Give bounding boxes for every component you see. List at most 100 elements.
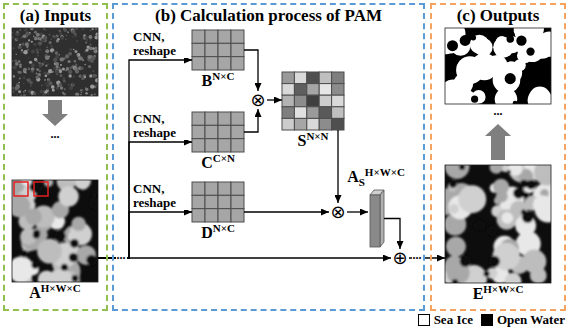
image-blob [73, 76, 75, 78]
image-blob [66, 35, 67, 36]
matrix-cell [218, 30, 231, 43]
matrix-cell [319, 72, 331, 84]
image-blob [522, 211, 534, 223]
image-blob [445, 165, 469, 179]
image-blob [67, 31, 69, 33]
connector-arrow [337, 130, 338, 203]
matrix-symbol: B [202, 72, 213, 89]
matrix-cell [294, 72, 306, 84]
image-blob [44, 79, 46, 81]
image-blob [50, 269, 73, 282]
matrix-cell [231, 57, 244, 70]
dimension-index: H×W×C [41, 282, 81, 294]
image-blob [74, 50, 77, 53]
image-blob [94, 93, 96, 95]
image-blob [55, 231, 66, 242]
image-blob [74, 180, 91, 189]
image-blob [23, 83, 25, 85]
image-blob [45, 83, 47, 85]
image-blob [85, 41, 87, 43]
matrix-cell [192, 139, 205, 152]
matrix-grid [192, 30, 244, 70]
image-blob [13, 87, 14, 88]
image-blob [51, 45, 54, 48]
matrix-cell [332, 84, 344, 96]
image-frame [445, 28, 551, 104]
panel-title: (c) Outputs [432, 5, 564, 26]
image-blob [489, 256, 500, 267]
image-blob [72, 275, 79, 282]
image-blob [508, 165, 522, 176]
feature-slab [370, 190, 384, 247]
image-blob [47, 64, 48, 65]
image-blob [34, 37, 38, 41]
image-blob [460, 256, 471, 267]
matrix-label: EH×W×C [473, 285, 524, 304]
highlight-box [14, 182, 28, 196]
matrix-cell [205, 209, 218, 222]
up-arrow [485, 124, 511, 160]
image-blob [25, 209, 42, 226]
dimension-index: N×C [213, 222, 235, 234]
matrix-symbol: A [347, 168, 359, 185]
image-blob [69, 67, 72, 70]
matrix-cell [307, 72, 319, 84]
image-blob [75, 36, 77, 38]
image-blob [459, 165, 465, 170]
image-blob [27, 67, 29, 69]
image-blob [493, 179, 509, 195]
image-blob [47, 88, 49, 90]
image-blob [45, 49, 49, 53]
panel-box: (a) InputsAH×W×C [3, 3, 108, 311]
image-blob [95, 47, 98, 50]
image-blob [89, 74, 92, 77]
slab-front [370, 195, 380, 247]
image-blob [475, 220, 485, 230]
image-blob [85, 36, 88, 39]
image-blob [76, 54, 78, 56]
image-blob [49, 34, 51, 36]
matrix-cell [218, 57, 231, 70]
operator-glyph: ⊗ [249, 91, 267, 109]
image-blob [449, 180, 457, 188]
matrix-cell [282, 107, 294, 119]
image-blob [69, 53, 71, 55]
matrix-symbol: A [29, 284, 41, 301]
image-blob [28, 57, 30, 59]
matrix-cell [205, 30, 218, 43]
image-blob [58, 186, 78, 206]
image-blob [31, 70, 33, 72]
image-blob [34, 31, 36, 33]
image-blob [496, 36, 508, 48]
image-blob [447, 40, 458, 51]
image-blob [36, 33, 40, 37]
image-texture [445, 165, 551, 283]
image-blob [29, 61, 32, 64]
image-blob [71, 83, 73, 85]
image-blob [83, 74, 86, 77]
image-blob [75, 93, 79, 96]
image-blob [21, 37, 23, 39]
image-blob [55, 55, 59, 59]
image-blob [36, 72, 38, 74]
image-blob [15, 32, 19, 36]
down-arrow [42, 100, 68, 126]
matrix-cell [319, 107, 331, 119]
image-blob [36, 60, 38, 62]
image-blob [61, 264, 68, 271]
ellipsis-mark: ... [493, 105, 504, 117]
matrix-cell [307, 118, 319, 130]
matrix-cell [192, 30, 205, 43]
image-blob [16, 54, 18, 56]
image-blob [34, 58, 37, 61]
highlight-box [34, 182, 48, 196]
image-blob [57, 85, 59, 87]
image-blob [513, 101, 518, 104]
image-blob [14, 59, 17, 62]
matrix-cell [231, 30, 244, 43]
image-blob [70, 239, 79, 248]
connector-arrow [267, 99, 282, 100]
image-blob [15, 62, 19, 66]
image-blob [58, 30, 61, 33]
